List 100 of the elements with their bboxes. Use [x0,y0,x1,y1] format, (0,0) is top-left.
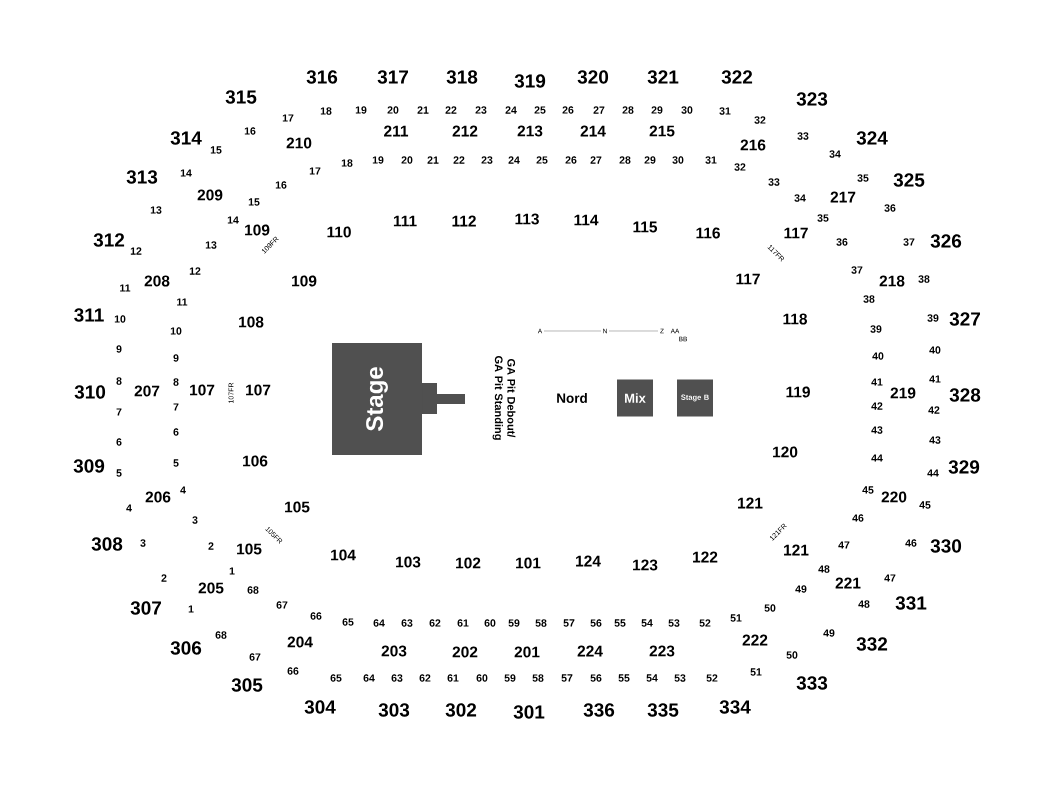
row-number: 13 [150,206,162,214]
section-number: 208 [144,275,170,287]
section-number: 216 [740,139,766,151]
section-number: 312 [93,233,125,247]
row-number: 17 [309,167,321,175]
row-number: 16 [244,127,256,135]
section-number: 324 [856,131,888,145]
section-number: 308 [91,537,123,551]
row-number: 23 [481,156,493,164]
section-number: 331 [895,596,927,610]
row-number: 13 [205,241,217,249]
section-number: 217 [830,191,856,203]
row-number: 62 [419,674,431,682]
section-number: 325 [893,173,925,187]
section-number: 203 [381,645,407,657]
row-number: 46 [852,514,864,522]
section-number: 104 [331,549,356,561]
section-number: 326 [930,234,962,248]
row-number: 56 [590,619,602,627]
row-number: 21 [417,106,429,114]
section-number: 107 [246,384,271,396]
section-number: 219 [890,387,916,399]
row-number: 1 [229,567,235,575]
section-number: 319 [514,74,546,88]
row-number: 24 [508,156,520,164]
section-number: 204 [287,636,313,648]
section-number: 222 [742,634,768,646]
row-number: 43 [929,436,941,444]
section-number: 202 [452,646,478,658]
row-number: 30 [672,156,684,164]
row-number: 9 [116,345,122,353]
row-number: 49 [795,585,807,593]
section-number: 314 [170,131,202,145]
row-number: 65 [330,674,342,682]
section-number: 102 [456,557,481,569]
row-number: 38 [863,295,875,303]
row-number: 48 [818,565,830,573]
row-number: 19 [372,156,384,164]
row-number: 46 [905,539,917,547]
section-number: 109 [292,275,317,287]
section-number: 305 [231,678,263,692]
row-number: 29 [651,106,663,114]
row-number: 54 [646,674,658,682]
row-number: 44 [871,454,883,462]
section-number: 301 [513,705,545,719]
row-number: 22 [453,156,465,164]
row-number: 53 [674,674,686,682]
row-number: 27 [590,156,602,164]
section-number: 323 [796,92,828,106]
row-number: 3 [192,516,198,524]
section-number: 303 [378,703,410,717]
row-number: 52 [706,674,718,682]
section-number: 311 [74,308,104,322]
section-number: 221 [835,577,861,589]
row-number: 18 [341,159,353,167]
section-number: 112 [452,215,476,227]
row-number: 48 [858,600,870,608]
section-number: 307 [130,601,161,615]
section-number: 107 [190,384,215,396]
row-number: 4 [126,504,132,512]
section-number: 218 [879,275,905,287]
section-number: 316 [306,70,338,84]
row-number: 10 [170,327,182,335]
row-number: 50 [764,604,776,612]
row-number: 31 [705,156,717,164]
row-number: 24 [505,106,517,114]
row-number: 65 [342,618,354,626]
section-number: 328 [949,388,981,402]
row-number: 15 [210,146,222,154]
row-number: 41 [929,375,941,383]
row-number: 39 [870,325,882,333]
row-number: 63 [401,619,413,627]
row-number: 40 [929,346,941,354]
section-number: 110 [327,226,351,238]
row-number: 42 [928,406,940,414]
row-number: 33 [797,132,809,140]
row-number: 45 [862,486,874,494]
section-number: 109 [245,224,270,236]
row-number: 10 [114,315,126,323]
area-label: GA Pit Debout/ GA Pit Standing [492,356,516,440]
section-number: 123 [633,559,658,571]
section-number: 332 [856,637,888,651]
row-number: 63 [391,674,403,682]
row-number: 31 [719,107,731,115]
row-number: 47 [838,541,850,549]
row-number: 12 [189,267,201,275]
row-number: 32 [734,163,746,171]
section-number: 209 [197,189,223,201]
row-number: 39 [927,314,939,322]
section-number: 329 [948,460,980,474]
section-number: 302 [445,703,477,717]
row-number: 64 [363,674,375,682]
mix-box: Mix [617,379,653,417]
stage-box: Stage [332,343,422,455]
row-number: 11 [120,284,131,292]
row-number: 25 [534,106,546,114]
section-number: 116 [696,227,720,239]
section-number: 207 [134,385,160,397]
row-number: 36 [884,204,896,212]
section-number: 223 [649,645,675,657]
